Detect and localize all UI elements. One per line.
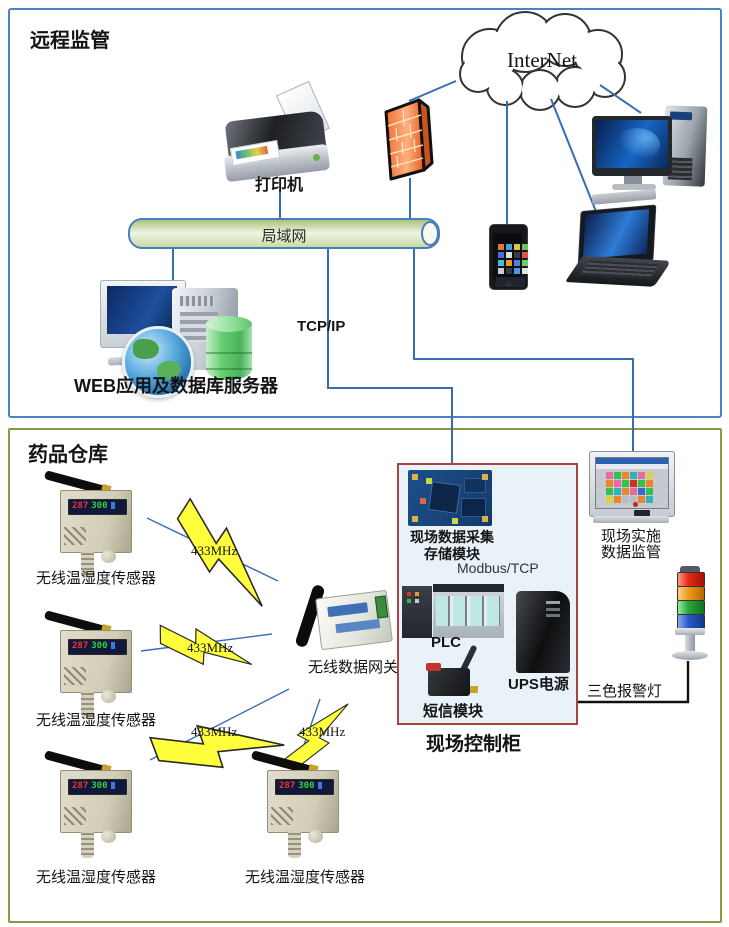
ups-tower (516, 591, 570, 673)
internet-label: InterNet (507, 48, 577, 72)
lan-label: 局域网 (261, 229, 307, 245)
freq-label-2: 433MHz (187, 640, 234, 655)
daq-module-board (408, 470, 492, 526)
alarm-label: 三色报警灯 (587, 684, 663, 700)
sensor-3-label: 无线温湿度传感器 (36, 870, 157, 886)
freq-label-4: 433MHz (299, 724, 346, 739)
sms-label: 短信模块 (423, 703, 484, 720)
hmi-monitor (589, 449, 675, 527)
sms-module (426, 644, 482, 700)
alarm-tower (672, 566, 708, 664)
sensor-4-label: 无线温湿度传感器 (245, 870, 366, 886)
printer-label: 打印机 (254, 177, 303, 194)
web-server-label: WEB应用及数据库服务器 (74, 376, 278, 396)
daq-label-line2: 存储模块 (424, 546, 480, 562)
sensor-1-label: 无线温湿度传感器 (36, 571, 157, 587)
plc-image (402, 584, 504, 638)
gateway-label: 无线数据网关 (308, 660, 399, 676)
warehouse-zone-title: 药品仓库 (28, 444, 108, 466)
freq-label-1: 433MHz (191, 543, 238, 558)
freq-label-3: 433MHz (191, 724, 238, 739)
sensor-2-label: 无线温湿度传感器 (36, 713, 157, 729)
desktop-computer (591, 104, 710, 205)
daq-label-line1: 现场数据采集 (410, 529, 494, 545)
remote-zone-title: 远程监管 (30, 30, 110, 52)
laptop (565, 204, 672, 296)
web-database-server (60, 276, 295, 400)
plc-label: PLC (431, 634, 461, 651)
ups-label: UPS电源 (508, 676, 569, 693)
modbus-label: Modbus/TCP (457, 560, 539, 576)
hmi-label-line1: 现场实施 (601, 529, 662, 545)
hmi-label-line2: 数据监管 (601, 545, 662, 561)
smartphone (489, 224, 528, 290)
cabinet-title: 现场控制柜 (426, 734, 522, 755)
tcpip-label: TCP/IP (297, 318, 346, 335)
lan-bus: 局域网 (128, 218, 440, 249)
